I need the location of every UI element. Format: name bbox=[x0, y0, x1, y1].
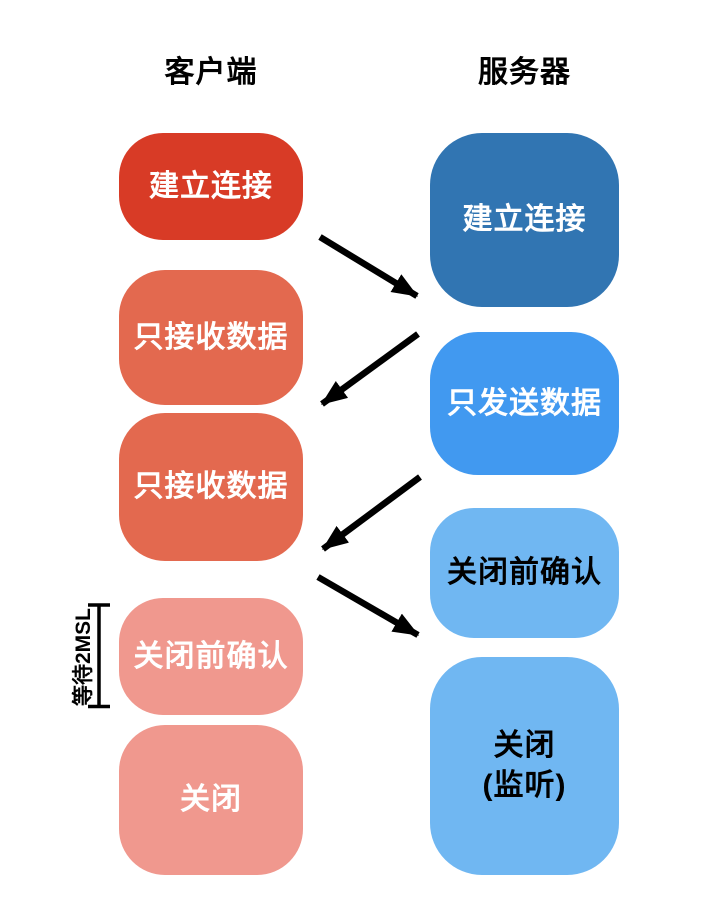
server-box-4-label: 关闭 (监听) bbox=[483, 726, 567, 806]
arrow-server2-to-client3 bbox=[321, 474, 422, 552]
server-box-2-label: 只发送数据 bbox=[447, 386, 602, 420]
client-column-header: 客户端 bbox=[164, 56, 258, 89]
server-column-header: 服务器 bbox=[478, 56, 571, 89]
server-box-establish-connection: 建立连接 bbox=[430, 133, 619, 307]
server-box-4-label-line1: 关闭 bbox=[493, 729, 556, 763]
client-box-closed: 关闭 bbox=[119, 725, 303, 875]
client-box-2-label: 只接收数据 bbox=[133, 320, 289, 354]
client-box-confirm-before-close: 关闭前确认 bbox=[119, 598, 303, 715]
arrow-server1-to-client3 bbox=[320, 331, 420, 407]
client-box-receive-only-2: 只接收数据 bbox=[119, 413, 303, 561]
client-box-4-label: 关闭前确认 bbox=[133, 639, 289, 673]
client-box-3-label: 只接收数据 bbox=[133, 470, 289, 504]
server-box-4-label-line2: (监听) bbox=[482, 769, 567, 802]
server-box-closed-listening: 关闭 (监听) bbox=[430, 657, 619, 875]
client-box-5-label: 关闭 bbox=[180, 783, 242, 817]
client-box-1-label: 建立连接 bbox=[149, 169, 273, 203]
server-box-confirm-before-close: 关闭前确认 bbox=[430, 508, 619, 638]
client-box-establish-connection: 建立连接 bbox=[119, 133, 303, 240]
arrow-client1-to-server1 bbox=[318, 234, 419, 299]
server-box-3-label: 关闭前确认 bbox=[447, 556, 602, 590]
wait-2msl-label: 等待2MSL bbox=[72, 608, 95, 707]
server-box-send-only: 只发送数据 bbox=[430, 332, 619, 475]
arrow-client3-to-server3 bbox=[316, 574, 420, 638]
server-box-1-label: 建立连接 bbox=[462, 203, 587, 237]
client-box-receive-only-1: 只接收数据 bbox=[119, 270, 303, 405]
